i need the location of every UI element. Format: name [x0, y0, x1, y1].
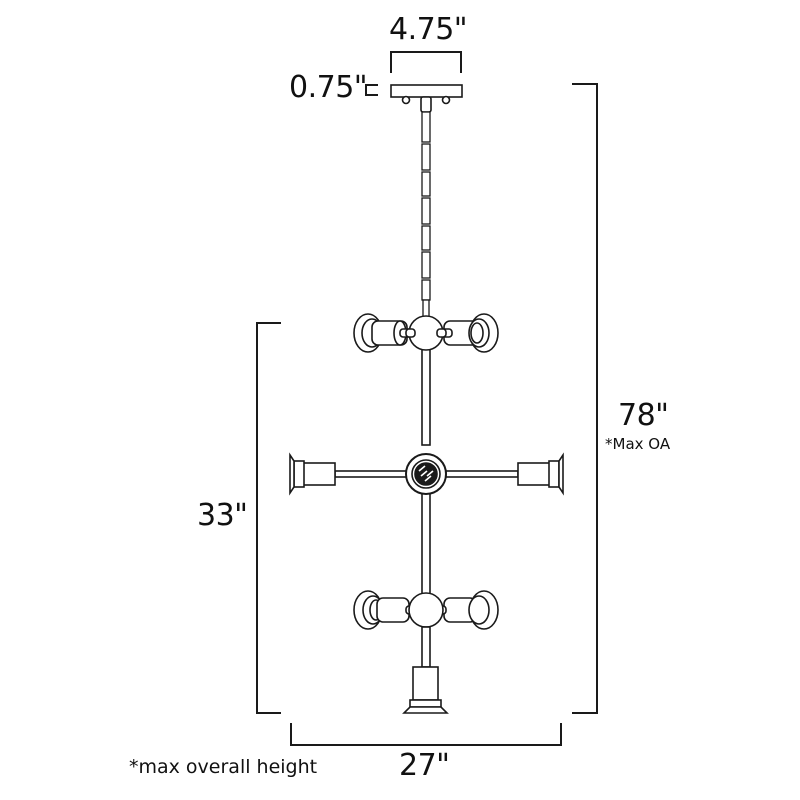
canopy-height-label: 0.75" [289, 70, 368, 105]
overall-height-label: 78" [618, 398, 669, 433]
center-hub [405, 453, 447, 495]
overall-height-bracket [572, 83, 598, 714]
canopy-height-bracket [365, 84, 378, 96]
bottom-socket [402, 626, 449, 714]
fixture-width-bracket [290, 723, 562, 746]
fixture-height-bracket [256, 322, 281, 714]
canopy-width-bracket [390, 51, 462, 73]
fixture-height-label: 33" [197, 498, 248, 533]
middle-cross-arms [289, 452, 564, 601]
footnote: *max overall height [129, 756, 318, 778]
overall-height-note: *Max OA [605, 435, 671, 453]
canopy-width-label: 4.75" [389, 12, 468, 47]
canopy [390, 84, 463, 113]
lower-socket-cluster [353, 590, 499, 630]
fixture-width-label: 27" [399, 748, 450, 783]
chain [421, 111, 431, 319]
upper-socket-cluster [353, 313, 499, 446]
